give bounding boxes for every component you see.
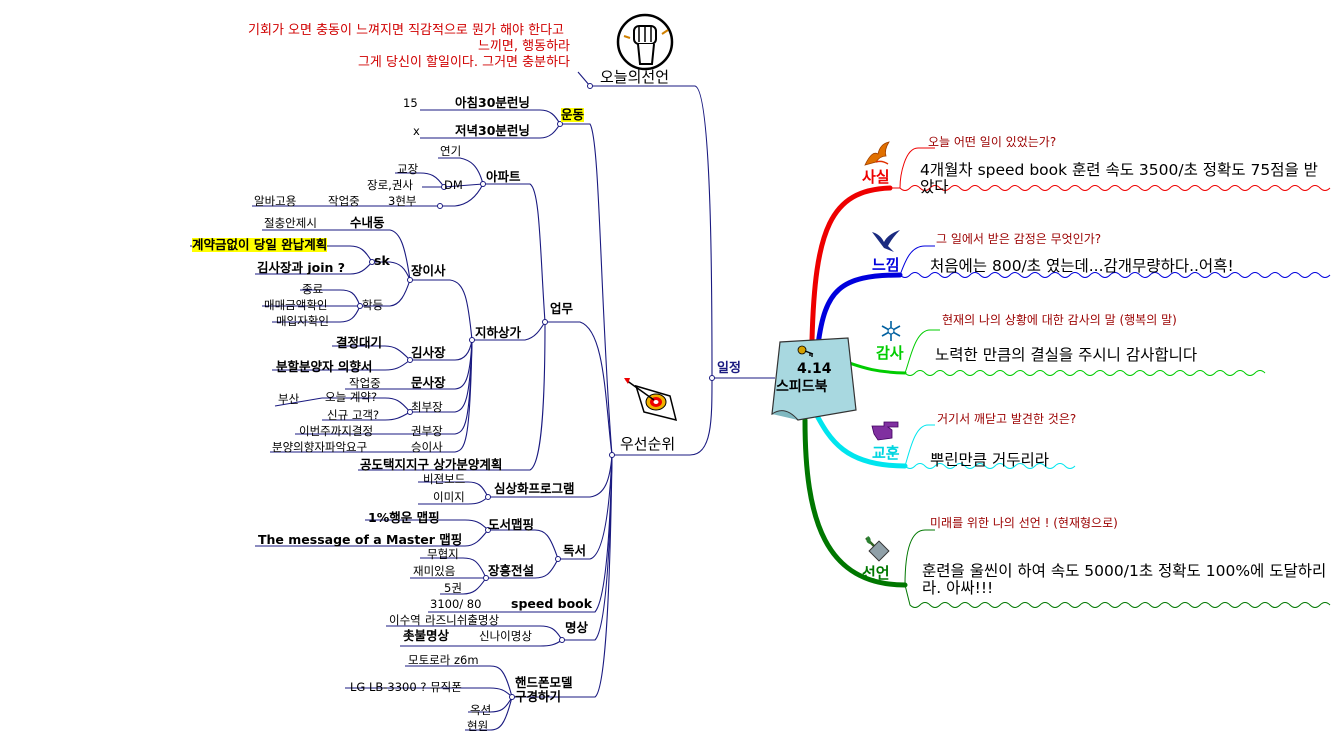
phone-sub-2: LG LB-3300 ? 뮤직폰 xyxy=(350,680,462,694)
fact-answer: 4개월차 speed book 훈련 속도 3500/초 정확도 75점을 받았… xyxy=(920,161,1318,196)
visual-sub-1: 비젼보드 xyxy=(423,472,466,486)
oath-answer: 훈련을 울씬이 하여 속도 5000/1초 정확도 100%에 도달하리라. 아… xyxy=(922,562,1327,597)
schedule-label[interactable]: 일정 xyxy=(717,361,741,376)
apartment-delay: 연기 xyxy=(440,144,462,158)
morning-run-label[interactable]: 아침30분런닝 xyxy=(455,95,530,110)
lesson-category[interactable]: 교훈 xyxy=(872,444,900,462)
long-sub-2: 재미있음 xyxy=(413,564,456,578)
underground-label[interactable]: 지하상가 xyxy=(475,325,522,340)
declaration-line-3: 그게 당신이 할일이다. 그거면 충분하다 xyxy=(357,55,570,70)
feeling-answer: 처음에는 800/초 였는데...감개무량하다..어흑! xyxy=(930,257,1234,275)
dart-target-icon xyxy=(624,378,678,422)
sunae-label: 수내동 xyxy=(350,215,385,230)
meditation-label[interactable]: 명상 xyxy=(565,620,589,635)
sunae-sub: 절충안제시 xyxy=(264,216,317,230)
declaration-line-1: 기회가 오면 충동이 느껴지면 직감적으로 뭔가 해야 한다고 xyxy=(248,23,564,38)
center-title-line2: 스피드북 xyxy=(776,379,828,395)
shin-label[interactable]: 신나이명상 xyxy=(479,629,532,643)
pointing-hand-icon xyxy=(871,421,899,441)
sk-sub-1: 계약금없이 당일 완납계획 xyxy=(192,237,328,252)
oath-category[interactable]: 선언 xyxy=(862,564,890,582)
work-label[interactable]: 업무 xyxy=(550,301,574,316)
hakdeung-sub-3: 매입자확인 xyxy=(276,314,329,328)
declaration-label[interactable]: 오늘의선언 xyxy=(600,68,670,86)
choi-busan: 부산 xyxy=(278,392,300,406)
lesson-question: 거기서 깨닫고 발견한 것은? xyxy=(937,412,1077,426)
feeling-category[interactable]: 느낌 xyxy=(872,256,900,274)
visual-sub-2: 이미지 xyxy=(433,490,465,504)
choi-sub-2: 신규 고객? xyxy=(327,408,380,422)
jang-label[interactable]: 장이사 xyxy=(411,263,446,278)
reading-label[interactable]: 독서 xyxy=(563,543,587,558)
raj-label[interactable]: 라즈니쉬출명상 xyxy=(425,613,500,627)
thanks-category[interactable]: 감사 xyxy=(876,344,904,362)
lesson-answer: 뿌린만큼 거두리라 xyxy=(930,451,1050,469)
plant-shovel-icon xyxy=(865,536,890,562)
apartment-hq3: 3현부 xyxy=(388,194,417,208)
center-note-shape xyxy=(771,337,857,421)
apartment-alba: 알바고용 xyxy=(254,194,297,208)
apartment-dm: DM xyxy=(444,178,463,192)
oath-question: 미래를 위한 나의 선언 ! (현재형으로) xyxy=(930,516,1118,530)
phone-label-1[interactable]: 핸드폰모델 xyxy=(515,675,573,690)
feeling-question: 그 일에서 받은 감정은 무엇인가? xyxy=(936,232,1102,246)
moon-label[interactable]: 문사장 xyxy=(411,375,446,390)
apartment-dm-2: 장로,권사 xyxy=(367,178,413,192)
long-sub-1: 무협지 xyxy=(427,547,459,561)
sk-label: sk xyxy=(374,253,390,268)
phone-label-2[interactable]: 구경하기 xyxy=(515,689,562,704)
kim-sub-1: 결정대기 xyxy=(336,335,383,350)
hakdeung-sub-1: 종료 xyxy=(302,282,324,296)
apartment-dm-1: 교장 xyxy=(397,162,419,176)
fact-category[interactable]: 사실 xyxy=(862,168,890,186)
phoenix-icon xyxy=(864,141,890,166)
speedbook-label[interactable]: speed book xyxy=(511,596,593,611)
speedbook-value: 3100/ 80 xyxy=(430,597,482,611)
raj-sub: 이수역 xyxy=(389,613,421,627)
evening-run-value: x xyxy=(413,124,420,138)
exercise-label[interactable]: 운동 xyxy=(561,107,585,122)
flying-bird-icon xyxy=(872,230,900,252)
kwon-sub: 이번주까지결정 xyxy=(299,424,374,438)
visual-label[interactable]: 심상화프로그램 xyxy=(494,481,575,496)
key-icon xyxy=(797,345,814,357)
long-label[interactable]: 장흥전설 xyxy=(488,563,535,578)
choi-sub-1: 오늘 계약? xyxy=(325,390,378,404)
apartment-label[interactable]: 아파트 xyxy=(486,169,521,184)
raised-fist-icon xyxy=(616,13,674,71)
snowflake-icon xyxy=(881,321,901,341)
apartment-working: 작업중 xyxy=(328,194,360,208)
mapping-label[interactable]: 도서맵핑 xyxy=(488,517,535,532)
phone-sub-4: 현원 xyxy=(467,719,489,733)
phone-sub-1: 모토로라 z6m xyxy=(408,653,479,667)
mapping-sub-1: 1%행운 맵핑 xyxy=(368,510,440,525)
priority-label[interactable]: 우선순위 xyxy=(620,435,676,453)
sk-sub-2: 김사장과 join ? xyxy=(257,260,346,275)
hakdeung-sub-2: 매매금액확인 xyxy=(264,298,328,312)
kwon-label[interactable]: 권부장 xyxy=(411,424,443,438)
shin-sub: 촛불명상 xyxy=(403,628,450,643)
choi-label[interactable]: 최부장 xyxy=(411,400,443,414)
fact-question: 오늘 어떤 일이 있었는가? xyxy=(928,135,1057,149)
seung-sub: 분양의향자파악요구 xyxy=(272,440,368,454)
long-sub-3: 5권 xyxy=(444,581,462,595)
moon-sub: 작업중 xyxy=(349,376,381,390)
seung-label[interactable]: 승이사 xyxy=(411,440,443,454)
thanks-answer: 노력한 만큼의 결실을 주시니 감사합니다 xyxy=(935,346,1198,364)
gongdo-label[interactable]: 공도택지지구 상가분양계획 xyxy=(360,457,503,472)
kim-sub-2: 분할분양자 의향서 xyxy=(276,359,373,374)
declaration-line-2: 느끼면, 행동하라 xyxy=(478,39,570,54)
center-title-line1: 4.14 xyxy=(797,361,832,377)
kim-label[interactable]: 김사장 xyxy=(411,345,446,360)
mapping-sub-2: The message of a Master 맵핑 xyxy=(258,532,463,547)
phone-sub-3: 옥션 xyxy=(470,703,492,717)
morning-run-value: 15 xyxy=(403,96,418,110)
evening-run-label[interactable]: 저녁30분런닝 xyxy=(455,123,530,138)
thanks-question: 현재의 나의 상황에 대한 감사의 말 (행복의 말) xyxy=(942,313,1177,327)
hakdeung-label: 학등 xyxy=(362,298,384,312)
